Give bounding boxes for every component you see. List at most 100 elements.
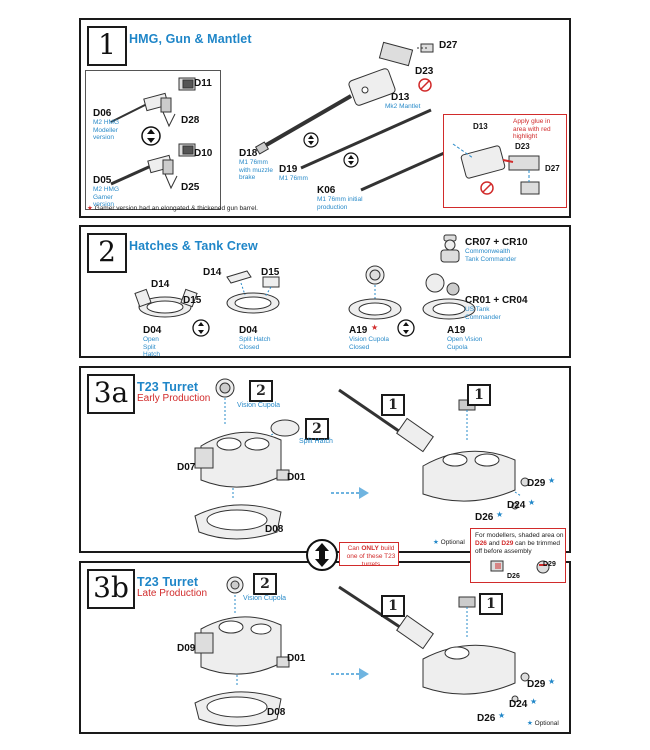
split-hatch-open-drawing (134, 288, 198, 318)
part-d04-a: D04 (143, 325, 162, 336)
part-cr01-desc: US Tank Commander (465, 306, 501, 321)
part-d10: D10 (194, 148, 213, 159)
part-d28: D28 (181, 115, 200, 126)
step-2-panel: 2 Hatches & Tank Crew D14 D15 D04 Open S… (79, 225, 571, 358)
part-a19-a: A19 (349, 325, 368, 336)
assembly-arrow (331, 487, 369, 499)
part-d14-b: D14 (203, 267, 222, 278)
part-d06-desc: M2 HMG Modeller version (93, 119, 119, 141)
split-hatch-label: Split Hatch (299, 438, 333, 445)
step-title: Hatches & Tank Crew (129, 239, 258, 253)
glue-d27: D27 (545, 164, 560, 173)
trim-parts-drawing (490, 560, 550, 574)
glue-note: Apply glue in area with red highlight (513, 118, 551, 140)
step-ref-2-vision: 2 (253, 573, 277, 595)
part-d06: D06 (93, 108, 112, 119)
step-ref-1-hmg: 1 (479, 593, 503, 615)
part-d04-a-desc: Open Split Hatch (143, 336, 160, 358)
part-a19-b-desc: Open Vision Cupola (447, 336, 483, 351)
part-d05-desc: M2 HMG Gamer version (93, 186, 119, 208)
vision-cupola-label: Vision Cupola (243, 595, 287, 602)
part-d01: D01 (287, 653, 306, 664)
part-d13: D13 (391, 92, 410, 103)
part-d29: D29 (527, 478, 546, 489)
up-down-arrow-icon (306, 539, 338, 571)
trim-label-d29: D29 (543, 561, 556, 568)
part-d24: D24 (507, 500, 526, 511)
step-title: T23 Turret (137, 380, 199, 394)
turret-early-exploded-drawing (194, 378, 300, 540)
step-1-panel: 1 HMG, Gun & Mantlet D11 D06 M2 HMG Mode… (79, 18, 571, 218)
commonwealth-commander-drawing (440, 234, 460, 263)
step-title: HMG, Gun & Mantlet (129, 32, 252, 46)
part-d04-b: D04 (239, 325, 258, 336)
step-ref-2-split: 2 (305, 418, 329, 440)
part-a19-a-desc: Vision Cupola Closed (349, 336, 389, 351)
turret-late-assembled-drawing (338, 585, 530, 703)
alternative-symbol (397, 319, 415, 337)
step-number: 3a (87, 374, 135, 414)
turret-late-exploded-drawing (194, 576, 290, 727)
trim-instruction-box: For modellers, shaded area on D26 and D2… (470, 528, 566, 583)
step-ref-2-vision: 2 (249, 380, 273, 402)
part-d18-desc: M1 76mm with muzzle brake (239, 159, 273, 181)
part-d19: D19 (279, 164, 298, 175)
part-d26: D26 (475, 512, 494, 523)
part-d15-a: D15 (183, 295, 202, 306)
glue-d13: D13 (473, 122, 488, 131)
assembly-arrow (331, 668, 369, 680)
glue-d23: D23 (515, 142, 530, 151)
part-d19-desc: M1 76mm (279, 175, 308, 182)
d23-not-needed-icon (418, 78, 432, 92)
part-a19-b: A19 (447, 325, 466, 336)
step-ref-1-gun: 1 (381, 595, 405, 617)
part-d18: D18 (239, 148, 258, 159)
step-3b-panel: 3b T23 Turret Late Production 2 Vision C… (79, 561, 571, 734)
trim-label-d26: D26 (507, 573, 520, 580)
vision-cupola-closed-drawing (348, 265, 402, 320)
turret-early-assembled-drawing (338, 388, 530, 510)
glue-diagram (452, 143, 540, 195)
part-d15-b: D15 (261, 267, 280, 278)
build-one-box: Can ONLY build one of these T23 turrets (339, 542, 399, 568)
step-ref-1-gun: 1 (381, 394, 405, 416)
step-number: 1 (87, 26, 127, 66)
gun-barrels-drawing (254, 41, 452, 192)
part-d23: D23 (415, 66, 434, 77)
step-subtitle: Late Production (137, 588, 208, 599)
alternative-symbol (141, 126, 161, 146)
part-k06: K06 (317, 185, 336, 196)
part-k06-desc: M1 76mm initial production (317, 196, 363, 211)
part-d26: D26 (477, 713, 496, 724)
optional-note: ★ Optional (433, 539, 465, 546)
alternative-symbol (192, 319, 210, 337)
step-number: 3b (87, 569, 135, 609)
part-d27: D27 (439, 40, 458, 51)
part-d08: D08 (267, 707, 286, 718)
part-d14-a: D14 (151, 279, 170, 290)
vision-cupola-label: Vision Cupola (237, 402, 281, 409)
trim-note: For modellers, shaded area on D26 and D2… (475, 532, 564, 555)
hmg-modeller-drawing (110, 77, 196, 128)
part-d29: D29 (527, 679, 546, 690)
step-subtitle: Early Production (137, 393, 211, 404)
part-cr01-cr04: CR01 + CR04 (465, 295, 528, 306)
part-d05: D05 (93, 175, 112, 186)
part-d13-desc: Mk2 Mantlet (385, 103, 421, 110)
gamer-note: ★ Gamer version had an elongated & thick… (87, 205, 258, 212)
step-ref-1-hmg: 1 (467, 384, 491, 406)
optional-note: ★ Optional (527, 720, 559, 727)
part-d25: D25 (181, 182, 200, 193)
part-cr07-cr10: CR07 + CR10 (465, 237, 528, 248)
step-3a-panel: 3a T23 Turret Early Production 2 Vision … (79, 366, 571, 553)
part-d07: D07 (177, 462, 196, 473)
split-hatch-closed-drawing (226, 270, 280, 314)
part-d09: D09 (177, 643, 196, 654)
part-d11: D11 (194, 78, 212, 89)
hmg-gamer-drawing (110, 143, 196, 190)
part-d24: D24 (509, 699, 528, 710)
part-d04-b-desc: Split Hatch Closed (239, 336, 271, 351)
step-title: T23 Turret (137, 575, 199, 589)
step-number: 2 (87, 233, 127, 273)
vision-cupola-open-drawing (422, 273, 476, 320)
